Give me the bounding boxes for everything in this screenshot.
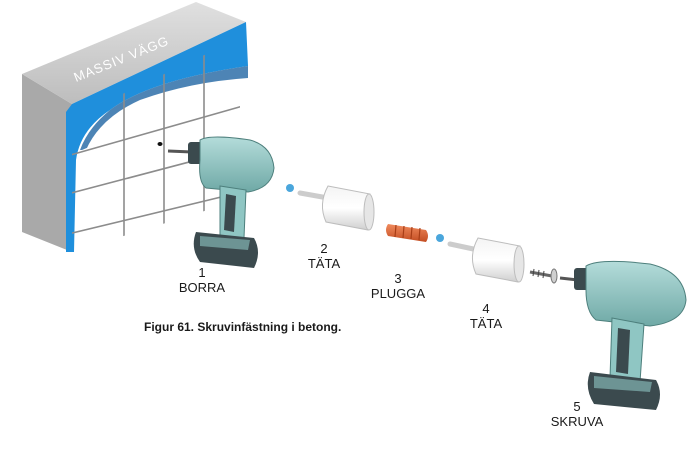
sealant-drop-icon [436, 234, 444, 242]
drill-icon [167, 136, 275, 268]
step-name: TÄTA [469, 316, 503, 331]
screwdriver-drill-icon [559, 260, 687, 410]
step-number: 1 [198, 265, 206, 280]
step-number: 5 [573, 399, 581, 414]
wall-plug-icon [386, 224, 428, 242]
step-label-tata-2: 2 TÄTA [300, 241, 348, 271]
massive-wall: MASSIV VÄGG [22, 2, 248, 252]
sealant-drop-icon [286, 184, 294, 192]
waterproof-membrane [66, 22, 248, 252]
figure-caption: Figur 61. Skruvinfästning i betong. [144, 320, 342, 334]
tiled-surface [82, 82, 240, 252]
step-label-borra: 1 BORRA [178, 265, 226, 295]
step-label-skruva: 5 SKRUVA [545, 399, 609, 429]
step-number: 3 [394, 271, 402, 286]
drilled-hole [157, 142, 163, 146]
step-name: TÄTA [307, 256, 341, 271]
step-name: SKRUVA [550, 414, 604, 429]
step-number: 4 [482, 301, 490, 316]
wall-side-face [22, 74, 72, 252]
membrane-peel-edge [80, 66, 248, 150]
wall-top-face [22, 2, 246, 104]
sealant-tube-icon [447, 237, 525, 283]
step-name: PLUGGA [370, 286, 426, 301]
step-number: 2 [320, 241, 328, 256]
step-name: BORRA [178, 280, 226, 295]
sealant-tube-icon [297, 185, 375, 231]
step-label-tata-4: 4 TÄTA [462, 301, 510, 331]
step-label-plugga: 3 PLUGGA [366, 271, 430, 301]
screw-icon [529, 268, 558, 284]
